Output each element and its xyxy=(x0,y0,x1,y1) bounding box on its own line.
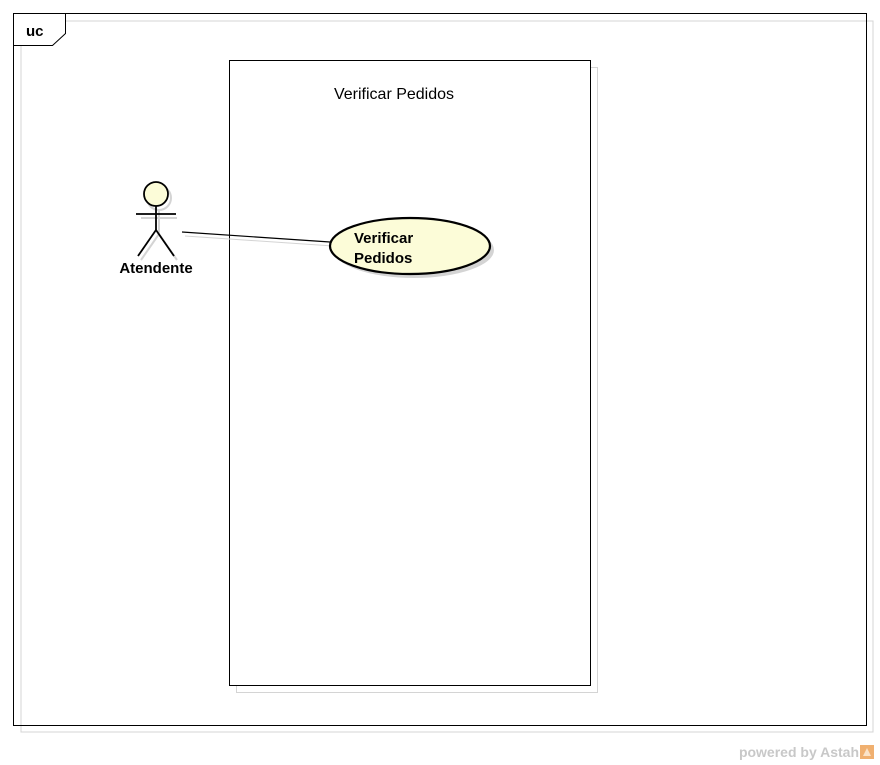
astah-logo-icon xyxy=(860,745,874,759)
frame-label: uc xyxy=(26,23,44,40)
use-case-ellipse xyxy=(328,216,492,276)
frame-shadow xyxy=(20,20,874,733)
system-title: Verificar Pedidos xyxy=(334,86,454,103)
association-line[interactable] xyxy=(181,231,331,243)
watermark-text: powered by Astah xyxy=(738,744,859,760)
actor-atendente[interactable]: Atendente xyxy=(119,181,193,277)
use-case-label-line2: Pedidos xyxy=(354,250,412,267)
actor-label: Atendente xyxy=(119,260,192,277)
use-case-verificar-pedidos[interactable]: Verificar Pedidos xyxy=(328,216,492,276)
system-boundary[interactable] xyxy=(229,60,591,686)
actor-stick-figure-icon xyxy=(136,206,176,257)
diagram-frame xyxy=(13,13,867,726)
actor-head-icon xyxy=(143,181,169,207)
association-shadow xyxy=(184,235,334,247)
frame-tab xyxy=(13,13,66,46)
use-case-label-line1: Verificar xyxy=(354,230,413,247)
astah-watermark: powered by Astah xyxy=(739,744,874,760)
